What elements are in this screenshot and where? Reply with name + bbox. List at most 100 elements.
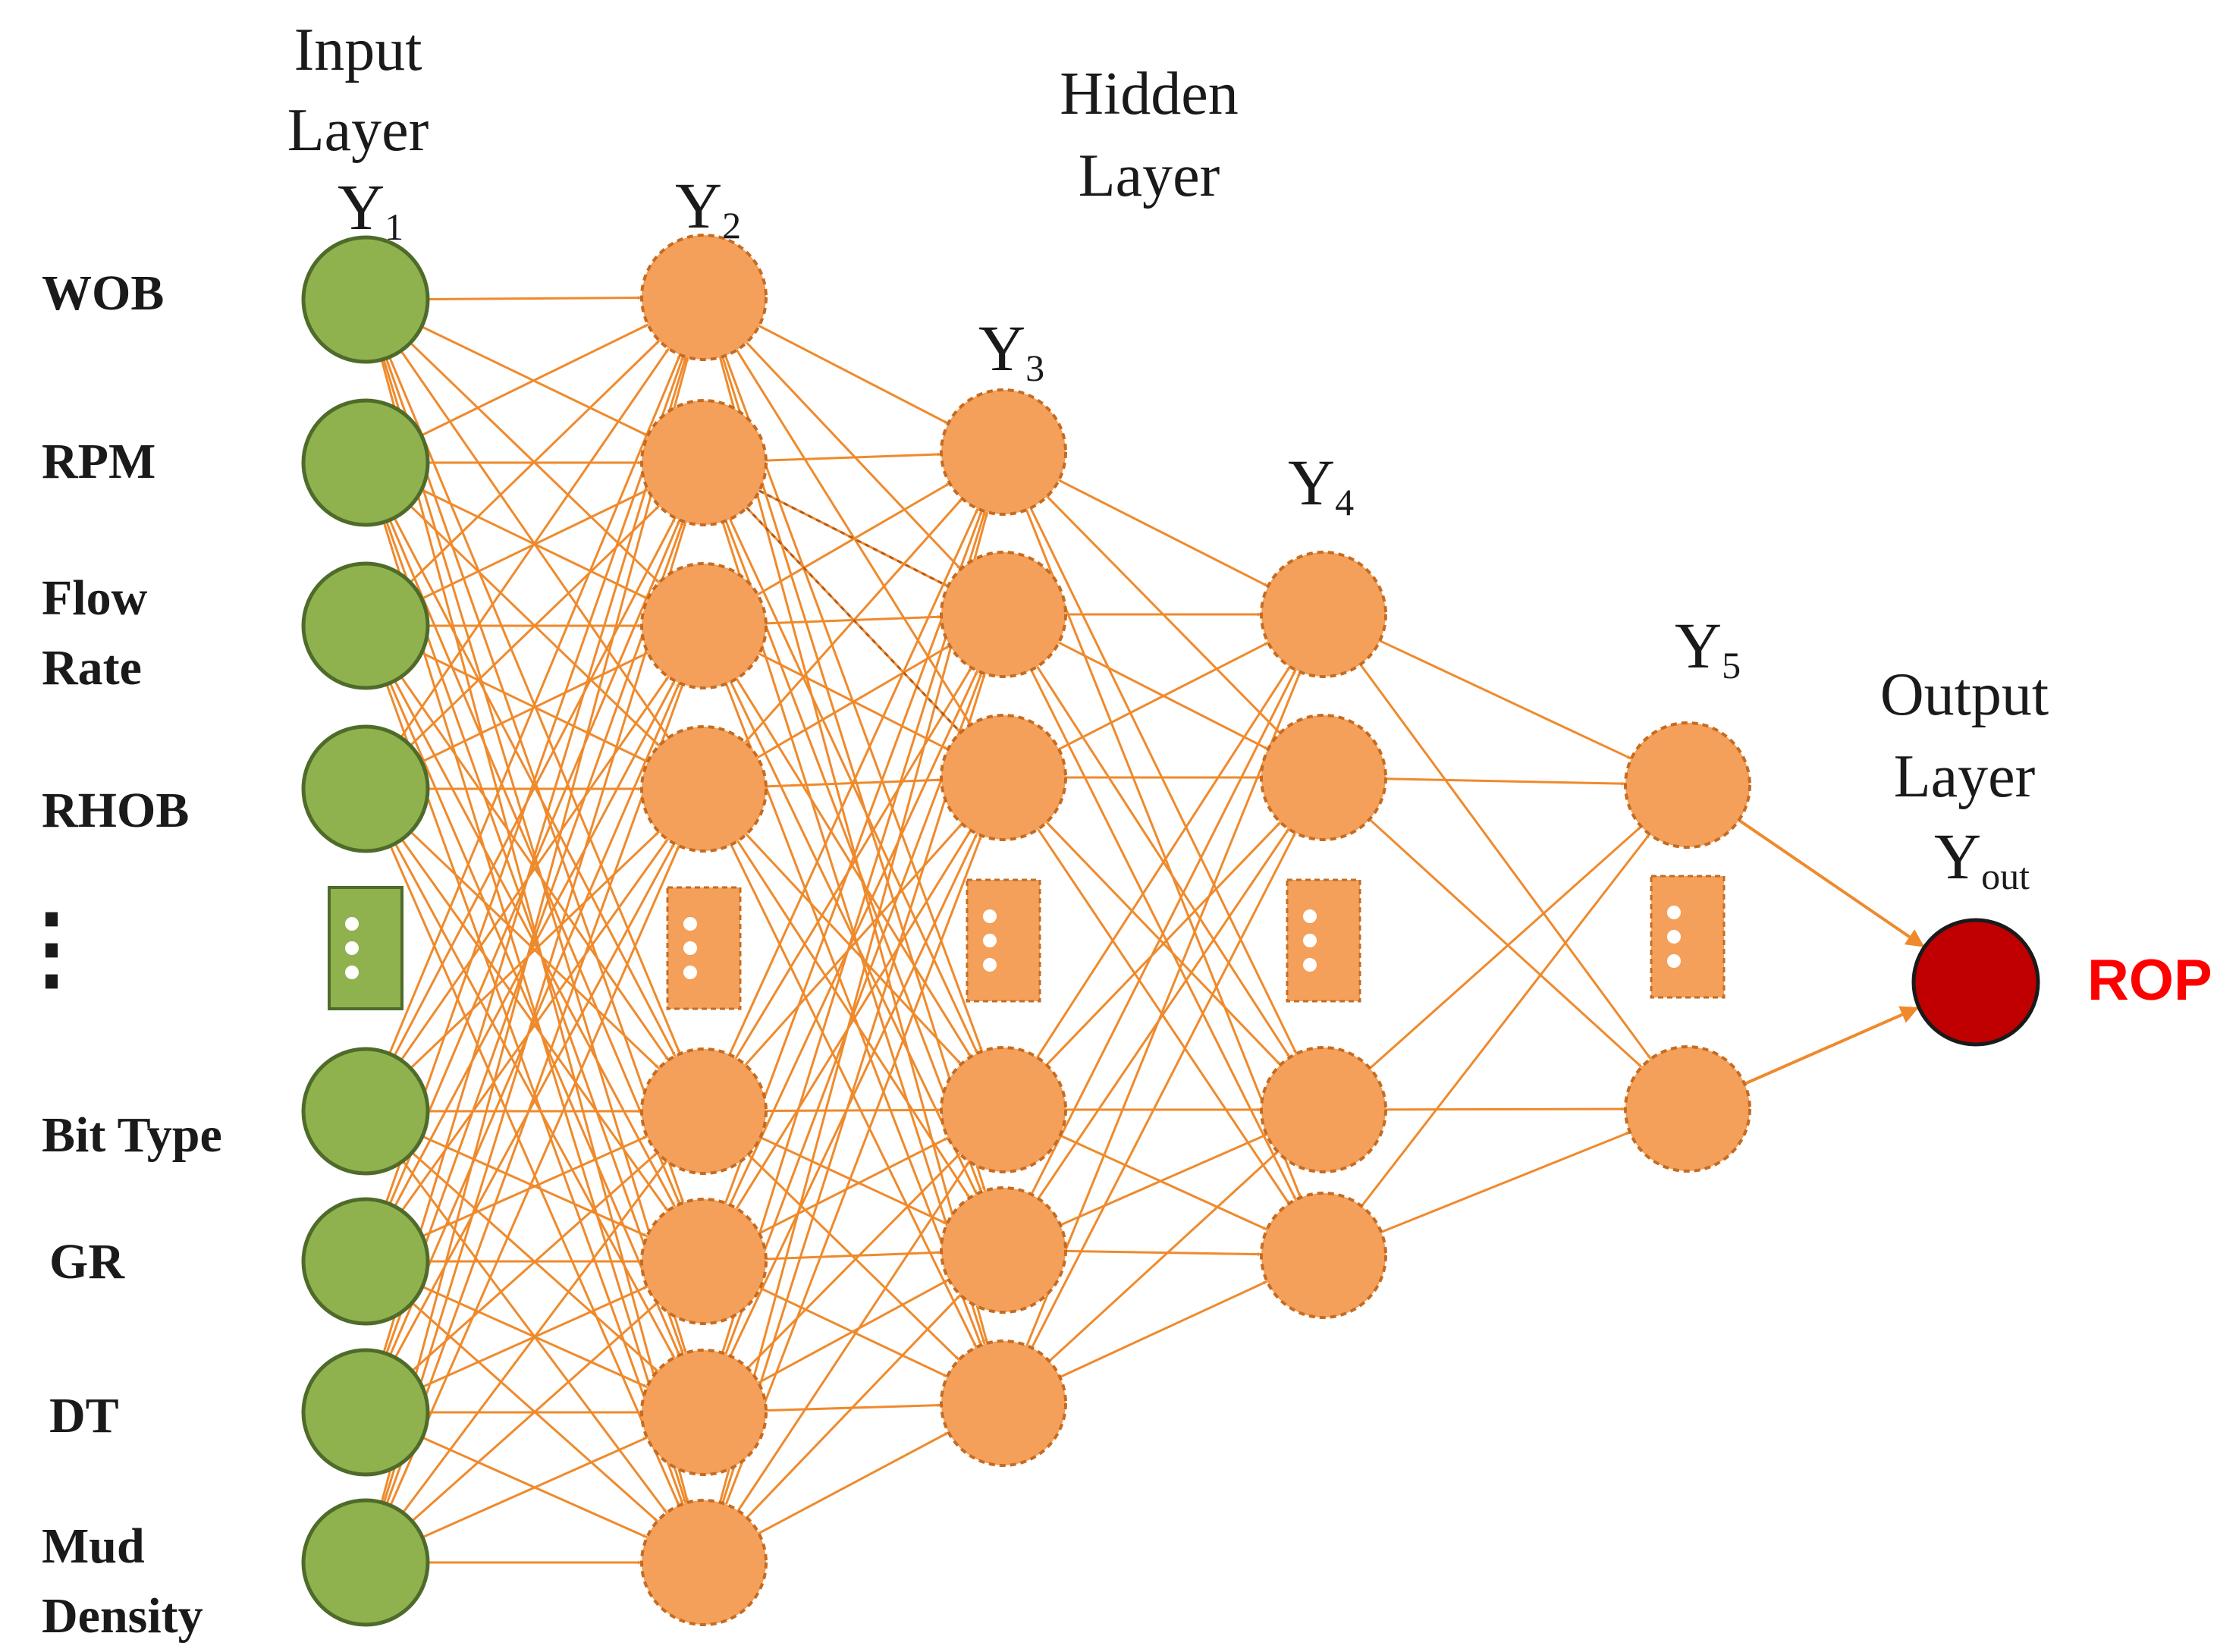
hidden-node-y4-2 bbox=[1260, 1046, 1387, 1173]
edge-y4-2-to-y5-0 bbox=[1369, 825, 1642, 1069]
hidden-node-y4-1 bbox=[1260, 714, 1387, 841]
input-node-y1-5 bbox=[301, 1197, 430, 1326]
edge-y2-5-to-y3-4 bbox=[765, 1250, 942, 1261]
edge-y1-5-to-y2-1 bbox=[388, 519, 681, 1205]
edge-y1-5-to-y2-2 bbox=[394, 680, 676, 1208]
hidden-node-y5-0 bbox=[1624, 721, 1751, 849]
edge-y1-6-to-y2-3 bbox=[394, 843, 676, 1358]
edge-y2-2-to-y3-0 bbox=[757, 482, 950, 596]
input-node-y1-4 bbox=[301, 1047, 430, 1176]
feature-label-wob: WOB bbox=[42, 265, 164, 321]
output-layer-title-line2: Layer bbox=[1894, 743, 2036, 810]
hidden-node-y3-0 bbox=[940, 388, 1067, 516]
edge-y2-6-to-y3-4 bbox=[758, 1278, 950, 1384]
edge-y2-7-to-y3-4 bbox=[746, 1294, 962, 1519]
ellipsis-dot-y1-0 bbox=[345, 917, 359, 931]
hidden-node-y3-5 bbox=[940, 1340, 1067, 1467]
hidden-layer-title-line2: Layer bbox=[1079, 143, 1220, 209]
edge-y4-1-to-y5-1 bbox=[1368, 818, 1643, 1068]
edge-y2-7-to-y3-1 bbox=[721, 673, 986, 1504]
edge-y2-5-to-y3-3 bbox=[758, 1136, 949, 1235]
edge-y1-1-to-y2-0 bbox=[421, 323, 648, 437]
ellipsis-dot-y2-0 bbox=[683, 917, 697, 931]
hidden-node-y2-3 bbox=[640, 725, 768, 853]
input-node-y1-3 bbox=[301, 724, 430, 853]
input-node-y1-6 bbox=[301, 1348, 430, 1477]
edge-y4-1-to-y5-0 bbox=[1385, 777, 1626, 786]
edge-y4-2-to-y5-1 bbox=[1385, 1107, 1626, 1111]
edge-y4-0-to-y5-1 bbox=[1359, 664, 1652, 1060]
edge-y2-3-to-y3-3 bbox=[745, 833, 962, 1066]
hidden-layer-title: Hidden Layer bbox=[1060, 61, 1239, 209]
hidden-node-y3-2 bbox=[940, 714, 1067, 841]
layer-symbol-y3: Y3 bbox=[978, 312, 1044, 389]
edge-y5-0-to-output bbox=[1738, 818, 1926, 949]
edge-y3-4-to-y4-2 bbox=[1060, 1133, 1267, 1226]
edge-y3-4-to-y4-3 bbox=[1065, 1249, 1262, 1257]
edge-y3-4-to-y4-0 bbox=[1030, 669, 1297, 1195]
ellipsis-box-y1 bbox=[328, 886, 404, 1010]
edge-y2-5-to-y3-1 bbox=[729, 670, 978, 1206]
edge-y1-7-to-y2-6 bbox=[422, 1436, 648, 1539]
hidden-layer-title-line1: Hidden bbox=[1060, 61, 1239, 127]
ellipsis-dot-y1-2 bbox=[345, 966, 359, 979]
input-node-y1-0 bbox=[301, 235, 430, 364]
edge-y3-5-to-y4-2 bbox=[1048, 1151, 1279, 1362]
edge-y1-7-to-y2-3 bbox=[389, 845, 680, 1506]
edge-y1-4-to-y2-3 bbox=[410, 831, 660, 1069]
ellipsis-dot-y4-2 bbox=[1303, 958, 1317, 972]
edge-y2-4-to-y3-1 bbox=[735, 667, 972, 1059]
input-layer-title: Input Layer bbox=[287, 17, 429, 164]
edge-y2-7-to-y3-2 bbox=[724, 835, 983, 1505]
edge-y3-5-to-y4-0 bbox=[1025, 671, 1302, 1346]
input-feature-labels: WOB RPM Flow Rate RHOB ⋮ Bit Type GR DT … bbox=[6, 265, 222, 1644]
edge-y1-5-to-y2-4 bbox=[422, 1135, 648, 1238]
edge-y2-0-to-y3-5 bbox=[718, 356, 989, 1344]
input-node-y1-2 bbox=[301, 561, 430, 690]
feature-label-gr: GR bbox=[49, 1234, 125, 1289]
ellipsis-dot-y1-1 bbox=[345, 941, 359, 955]
hidden-node-y3-4 bbox=[940, 1186, 1067, 1314]
edge-y2-6-to-y3-1 bbox=[724, 672, 983, 1355]
edge-y3-4-to-y4-1 bbox=[1037, 828, 1290, 1199]
hidden-node-y2-7 bbox=[640, 1499, 768, 1626]
ellipsis-dot-y5-1 bbox=[1667, 930, 1681, 944]
edge-y2-5-to-y3-0 bbox=[724, 510, 983, 1204]
ellipsis-box-y4 bbox=[1286, 878, 1361, 1003]
edge-y1-3-to-y2-0 bbox=[400, 347, 670, 739]
edge-y1-6-to-y2-4 bbox=[411, 1151, 658, 1372]
ellipsis-dot-y3-1 bbox=[983, 934, 997, 947]
edge-y3-0-to-y4-2 bbox=[1029, 507, 1298, 1054]
layer-symbol-yout: Yout bbox=[1934, 820, 2030, 897]
edge-y4-0-to-y5-0 bbox=[1379, 639, 1632, 760]
edge-y1-7-to-y2-1 bbox=[382, 521, 687, 1504]
edge-y1-6-to-y2-0 bbox=[382, 356, 687, 1353]
ellipsis-dot-y3-2 bbox=[983, 958, 997, 972]
edge-dotted-y2-1-to-y3-2 bbox=[746, 507, 962, 733]
feature-label-mud-density-line2: Density bbox=[42, 1588, 203, 1644]
edge-y1-3-to-y2-2 bbox=[421, 652, 648, 763]
edge-y1-7-to-y2-5 bbox=[411, 1302, 658, 1522]
network-nodes bbox=[301, 234, 2040, 1627]
edge-y3-3-to-y4-1 bbox=[1045, 821, 1282, 1066]
input-node-y1-1 bbox=[301, 398, 430, 527]
ellipsis-dot-y5-0 bbox=[1667, 906, 1681, 919]
hidden-node-y2-4 bbox=[640, 1047, 768, 1175]
edge-y2-0-to-y3-3 bbox=[724, 355, 984, 1052]
hidden-node-y4-0 bbox=[1260, 551, 1387, 678]
hidden-node-y3-3 bbox=[940, 1046, 1067, 1173]
feature-label-flow-rate-line1: Flow bbox=[42, 570, 148, 626]
edge-y1-0-to-y2-0 bbox=[427, 296, 642, 300]
edge-y1-2-to-y2-0 bbox=[409, 340, 661, 583]
edge-y3-5-to-y4-1 bbox=[1031, 832, 1296, 1349]
edge-y3-3-to-y4-0 bbox=[1036, 666, 1291, 1058]
feature-label-rhob: RHOB bbox=[42, 783, 189, 838]
edge-y1-7-to-y2-2 bbox=[385, 683, 684, 1505]
edge-y2-6-to-y3-3 bbox=[746, 1153, 961, 1369]
edge-y1-5-to-y2-0 bbox=[385, 355, 685, 1204]
edge-dotted-y2-1-to-y3-1 bbox=[758, 489, 949, 588]
connection-lines bbox=[380, 296, 1926, 1565]
hidden-node-y4-3 bbox=[1260, 1192, 1387, 1319]
edge-y2-6-to-y3-0 bbox=[721, 510, 987, 1354]
edge-y2-1-to-y3-3 bbox=[729, 518, 978, 1054]
